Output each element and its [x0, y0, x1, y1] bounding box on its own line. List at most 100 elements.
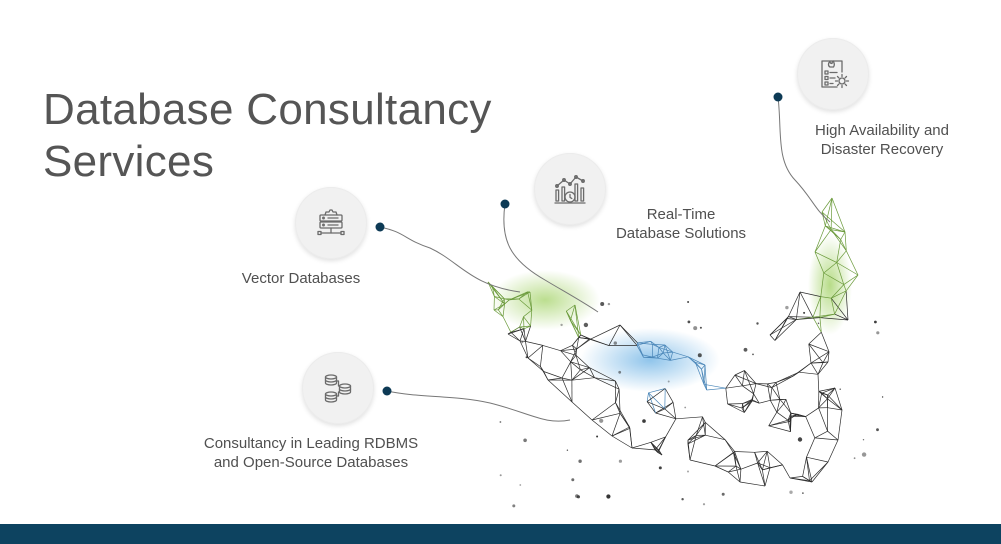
- eagle-mesh-edge: [735, 466, 741, 483]
- eagle-mesh-edge: [497, 298, 505, 310]
- eagle-mesh-edge: [493, 309, 504, 317]
- eagle-mesh-edge: [757, 462, 766, 487]
- eagle-mesh-edge: [733, 452, 742, 470]
- eagle-mesh-edge: [844, 231, 847, 251]
- eagle-speck: [571, 478, 575, 482]
- eagle-mesh-edge: [827, 387, 836, 399]
- eagle-mesh-edge: [725, 374, 736, 389]
- eagle-mesh-edge: [817, 361, 829, 375]
- eagle-mesh-edge: [494, 296, 505, 305]
- eagle-mesh-edge: [491, 286, 495, 297]
- eagle-mesh-edge: [843, 284, 847, 292]
- eagle-mesh-edge: [774, 319, 797, 341]
- eagle-mesh-edge: [518, 291, 528, 300]
- eagle-mesh-edge: [818, 407, 828, 432]
- eagle-mesh-edge: [580, 334, 590, 340]
- eagle-mesh-edge: [836, 262, 859, 276]
- eagle-speck: [613, 341, 617, 345]
- eagle-mesh-edge: [575, 355, 590, 368]
- eagle-mesh-edge: [650, 436, 666, 443]
- eagle-mesh-edge: [769, 319, 797, 336]
- eagle-mesh-edge: [725, 385, 743, 389]
- eagle-mesh-edge: [509, 291, 528, 301]
- connector-dot-realtime: [500, 199, 510, 209]
- eagle-mesh-edge: [834, 290, 847, 315]
- realtime-label: Real-Time Database Solutions: [615, 206, 747, 242]
- eagle-mesh-edge: [571, 367, 590, 381]
- eagle-mesh-edge: [814, 430, 828, 439]
- eagle-mesh-edge: [652, 352, 664, 358]
- eagle-mesh-edge: [703, 383, 726, 389]
- eagle-mesh-edge: [820, 332, 830, 352]
- eagle-speck: [861, 452, 867, 457]
- eagle-mesh-edge: [788, 291, 801, 317]
- eagle-mesh-edge: [619, 413, 631, 429]
- eagle-speck: [687, 470, 689, 473]
- eagle-mesh-edge: [589, 367, 616, 382]
- eagle-speck: [512, 504, 516, 508]
- eagle-mesh-edge: [687, 435, 697, 445]
- eagle-mesh-edge: [701, 364, 706, 370]
- eagle-mesh-edge: [727, 403, 745, 413]
- eagle-mesh-edge: [547, 379, 573, 403]
- eagle-mesh-edge: [702, 416, 706, 436]
- eagle-speck: [523, 438, 527, 443]
- eagle-mesh-edge: [754, 450, 768, 453]
- eagle-mesh-edge: [757, 451, 768, 464]
- eagle-mesh-edge: [808, 343, 812, 364]
- eagle-mesh-edge: [805, 416, 816, 439]
- eagle-mesh-edge: [814, 229, 832, 253]
- eagle-mesh-edge: [822, 351, 830, 363]
- eagle-mesh-edge: [798, 362, 812, 373]
- eagle-mesh-edge: [510, 326, 520, 333]
- eagle-mesh-edge: [655, 402, 674, 414]
- eagle-mesh-edge: [572, 337, 579, 346]
- eagle-mesh-edge: [811, 461, 829, 483]
- eagle-mesh-edge: [561, 377, 573, 403]
- eagle-mesh-edge: [771, 375, 794, 388]
- eagle-speck: [876, 428, 879, 432]
- eagle-mesh-edge: [570, 320, 582, 336]
- eagle-speck: [687, 320, 691, 324]
- eagle-mesh-edge: [510, 332, 521, 342]
- eagle-speck: [756, 322, 759, 325]
- eagle-mesh-edge: [618, 389, 621, 414]
- eagle-mesh-edge: [787, 420, 791, 432]
- eagle-mesh-edge: [498, 309, 504, 317]
- eagle-mesh-edge: [543, 371, 563, 379]
- eagle-mesh-edge: [821, 197, 833, 213]
- eagle-mesh-edge: [768, 412, 778, 426]
- eagle-mesh-edge: [753, 393, 760, 404]
- eagle-mesh-edge: [824, 197, 833, 226]
- eagle-mesh-edge: [507, 333, 521, 342]
- eagle-mesh-edge: [655, 412, 676, 420]
- realtime-icon-badge: [534, 153, 606, 225]
- eagle-mesh-edge: [757, 462, 763, 471]
- eagle-mesh-edge: [836, 262, 845, 285]
- eagle-mesh-edge: [498, 303, 505, 311]
- eagle-mesh-edge: [574, 304, 582, 335]
- eagle-mesh-edge: [741, 403, 743, 409]
- eagle-mesh-edge: [782, 464, 791, 479]
- eagle-mesh-edge: [527, 345, 544, 359]
- eagle-mesh-edge: [796, 317, 820, 320]
- eagle-mesh-edge: [812, 296, 822, 318]
- eagle-speck: [785, 305, 789, 310]
- eagle-mesh-edge: [576, 337, 580, 350]
- eagle-mesh-edge: [646, 392, 649, 402]
- eagle-mesh-edge: [687, 434, 706, 445]
- eagle-mesh-edge: [799, 291, 821, 297]
- eagle-mesh-edge: [570, 348, 578, 362]
- eagle-mesh-edge: [830, 229, 841, 240]
- eagle-mesh-edge: [812, 317, 822, 333]
- eagle-mesh-edge: [502, 316, 512, 333]
- eagle-mesh-edge: [646, 388, 666, 402]
- eagle-mesh-edge: [518, 298, 533, 311]
- eagle-mesh-edge: [817, 362, 824, 375]
- eagle-mesh-edge: [643, 356, 658, 359]
- eagle-mesh-edge: [658, 344, 666, 348]
- eagle-mesh-edge: [759, 399, 771, 404]
- eagle-mesh-edge: [591, 402, 616, 421]
- eagle-mesh-edge: [670, 356, 689, 361]
- eagle-mesh-edge: [830, 284, 845, 299]
